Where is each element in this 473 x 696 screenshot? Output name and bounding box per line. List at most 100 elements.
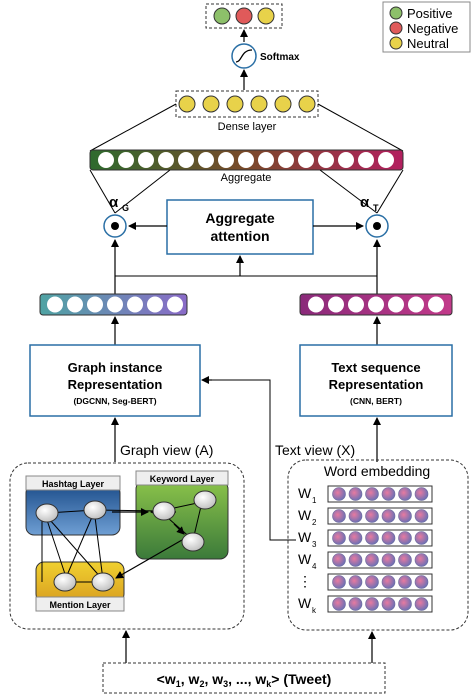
attention-line2: attention: [210, 228, 269, 244]
embedding-row-subscript: 2: [312, 518, 317, 527]
embedding-cell: [414, 531, 429, 545]
graph-node: [35, 503, 59, 523]
dense-layer-label: Dense layer: [218, 121, 277, 133]
alpha-t-sub: T: [373, 203, 379, 213]
embedding-row-word: W: [298, 485, 312, 501]
graph-view-label: Graph view (A): [120, 442, 213, 458]
embedding-row: ⋮: [298, 573, 433, 591]
text-embedding-vector: [299, 293, 453, 316]
attention-line1: Aggregate: [205, 210, 274, 226]
dense-node: [202, 95, 220, 113]
legend-neutral-label: Neutral: [407, 36, 449, 51]
graph-repr-line1: Graph instance: [68, 360, 163, 375]
output-neutral-node: [257, 7, 275, 25]
legend-positive-label: Positive: [407, 6, 453, 21]
embedding-cell: [414, 553, 429, 567]
word-embedding-title: Word embedding: [324, 463, 430, 479]
legend-negative-label: Negative: [407, 21, 458, 36]
embedding-cell: [381, 597, 396, 611]
alpha-t-node: α T: [360, 194, 389, 238]
embedding-cell: [332, 597, 346, 611]
graph-repr-line2: Representation: [68, 377, 163, 392]
embedding-cell: [332, 531, 346, 545]
embedding-row-word: ⋮: [298, 573, 312, 589]
tweet-input-box: <w1, w2, w3, ..., wk> (Tweet): [102, 662, 386, 694]
alpha-g-node: α G: [103, 194, 129, 238]
graph-node: [53, 572, 77, 592]
embedding-cell: [348, 531, 363, 545]
embedding-row-subscript: 4: [312, 562, 317, 571]
softmax: Softmax: [231, 43, 300, 69]
embedding-row-word: W: [298, 595, 312, 611]
hashtag-layer-label: Hashtag Layer: [42, 479, 105, 489]
embedding-cell: [381, 509, 396, 523]
legend-positive-swatch: [389, 6, 403, 20]
legend: Positive Negative Neutral: [382, 1, 471, 53]
embedding-cell: [332, 575, 346, 589]
embedding-cell: [365, 575, 379, 589]
embedding-cell: [365, 509, 379, 523]
embedding-cell: [398, 509, 412, 523]
embedding-cell: [365, 487, 379, 501]
aggregate-attention-box: Aggregate attention: [166, 199, 314, 255]
embedding-cell: [332, 509, 346, 523]
text-view-label: Text view (X): [275, 442, 355, 458]
graph-node: [83, 500, 107, 520]
embedding-cell: [381, 487, 396, 501]
embedding-cell: [414, 597, 429, 611]
tweet-text: <w1, w2, w3, ..., wk> (Tweet): [157, 671, 332, 689]
graph-node: [193, 490, 217, 510]
legend-neutral-swatch: [389, 36, 403, 50]
dense-layer: Dense layer: [175, 90, 319, 133]
embedding-cell: [348, 553, 363, 567]
aggregate-label: Aggregate: [221, 172, 272, 184]
graph-node: [181, 532, 205, 552]
embedding-cell: [348, 597, 363, 611]
softmax-label: Softmax: [260, 52, 300, 63]
embedding-cell: [414, 575, 429, 589]
graph-repr-line3: (DGCNN, Seg-BERT): [73, 396, 156, 406]
dense-node: [250, 95, 268, 113]
embedding-cell: [398, 575, 412, 589]
aggregate-vector: Aggregate: [89, 149, 404, 184]
dense-node: [226, 95, 244, 113]
alpha-g-sub: G: [122, 203, 129, 213]
graph-representation-box: Graph instance Representation (DGCNN, Se…: [29, 344, 201, 417]
alpha-t-symbol: α: [360, 194, 370, 211]
text-representation-box: Text sequence Representation (CNN, BERT): [299, 344, 453, 417]
embedding-row-subscript: 3: [312, 540, 317, 549]
embedding-cell: [381, 575, 396, 589]
embedding-row-word: W: [298, 551, 312, 567]
output-layer: [205, 3, 283, 29]
text-repr-line3: (CNN, BERT): [350, 396, 402, 406]
output-negative-node: [235, 7, 253, 25]
aggregate-cells: [98, 152, 394, 168]
embedding-row-word: W: [298, 507, 312, 523]
text-repr-line1: Text sequence: [331, 360, 420, 375]
keyword-layer: Keyword Layer: [135, 470, 229, 560]
dense-node: [178, 95, 196, 113]
graph-embedding-vector: [39, 293, 188, 316]
embedding-cell: [414, 509, 429, 523]
graph-view-panel: Hashtag Layer Keyword Layer Mention Laye…: [9, 462, 245, 630]
embedding-cell: [348, 575, 363, 589]
embedding-cell: [348, 487, 363, 501]
embedding-cell: [381, 553, 396, 567]
mention-layer-label: Mention Layer: [49, 600, 111, 610]
embedding-cell: [398, 487, 412, 501]
embedding-cell: [365, 553, 379, 567]
keyword-layer-label: Keyword Layer: [150, 474, 215, 484]
embedding-cell: [398, 531, 412, 545]
text-repr-line2: Representation: [329, 377, 424, 392]
output-positive-node: [213, 7, 231, 25]
softmax-icon: [231, 43, 257, 69]
graph-node: [91, 572, 115, 592]
graph-node: [152, 501, 176, 521]
